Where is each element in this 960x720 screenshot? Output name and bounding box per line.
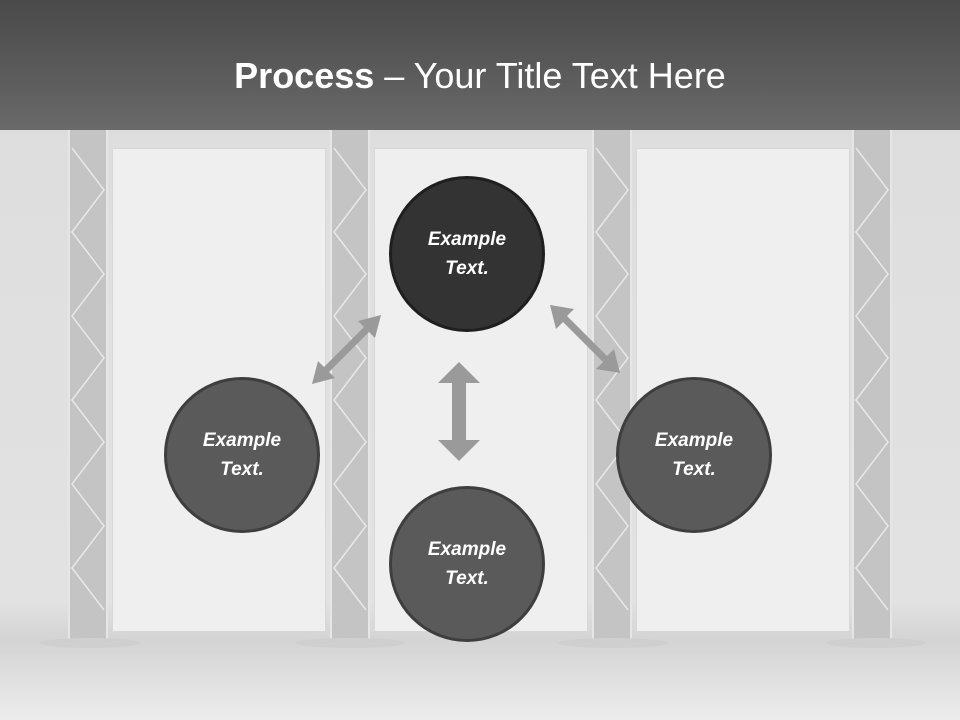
truss-bracing [71,147,889,611]
truss-center-right [592,130,632,642]
stand-base [826,638,926,648]
title-rest: – Your Title Text Here [374,55,726,96]
double-arrow-icon [312,315,381,384]
arrows [312,305,620,461]
node-text-line2: Text. [445,568,489,589]
process-node-right: Example Text. [616,377,772,533]
floor [0,650,960,720]
double-arrow-icon [550,305,620,373]
stand-base [296,638,406,648]
node-text-line1: Example [202,430,282,451]
node-text-line1: Example [427,229,507,250]
truss-right [852,130,892,642]
stand-base [558,638,668,648]
truss-center-left [330,130,370,642]
title-bold: Process [234,55,375,96]
title-bar: Process – Your Title Text Here [0,0,960,130]
process-node-bottom: Example Text. [389,486,545,642]
truss-left [68,130,108,642]
node-text-line1: Example [654,430,734,451]
stand-base [40,638,140,648]
slide-title: Process – Your Title Text Here [0,54,960,98]
node-text-line2: Text. [672,459,716,480]
node-text-line2: Text. [220,459,264,480]
node-text-line2: Text. [445,258,489,279]
node-text-line1: Example [427,539,507,560]
process-node-top: Example Text. [389,176,545,332]
process-node-left: Example Text. [164,377,320,533]
double-arrow-icon [438,362,480,461]
